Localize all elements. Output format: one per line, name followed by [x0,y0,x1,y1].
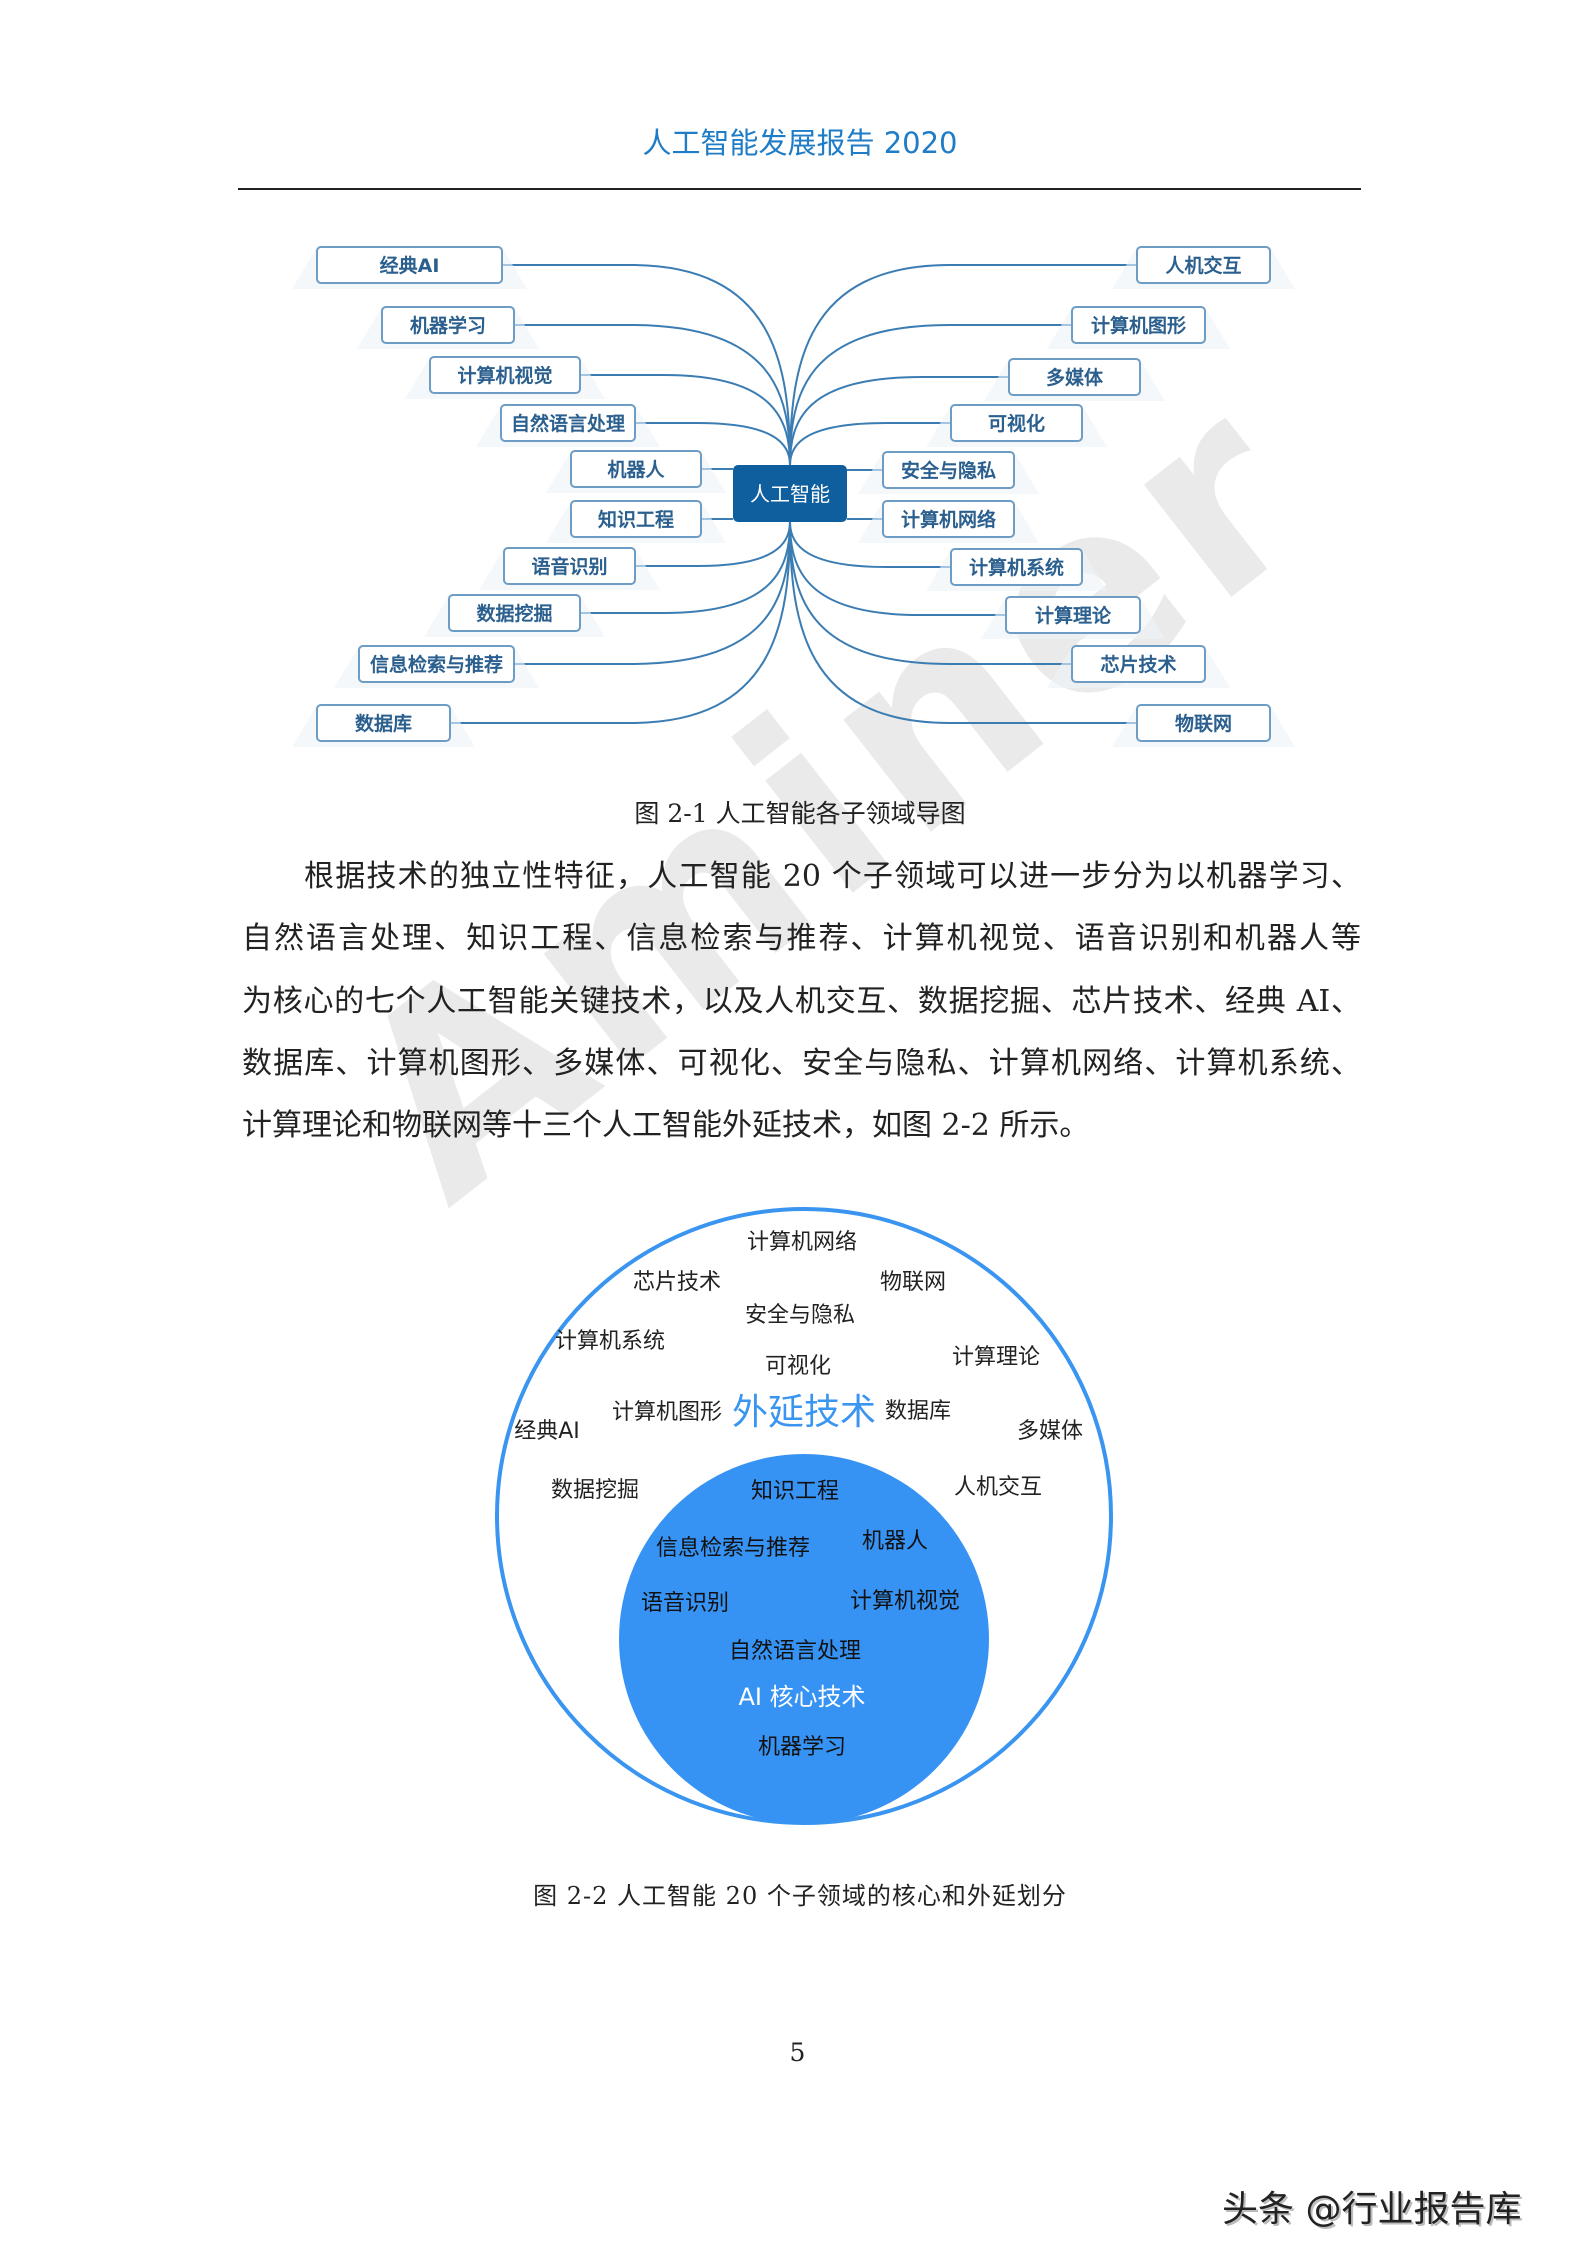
mindmap-node [1005,596,1141,634]
mindmap-node [950,404,1083,442]
extension-tech-label: 计算机图形 [612,1400,722,1425]
header-divider [238,188,1361,190]
core-tech-label: 机器人 [862,1529,928,1554]
extension-tech-label: 人机交互 [954,1475,1042,1500]
mindmap-node-label: 知识工程 [598,508,674,531]
mindmap-node-label: 数据库 [355,712,412,735]
core-tech-label: 自然语言处理 [729,1639,861,1664]
mindmap-connector [514,324,791,466]
figure-1-caption: 图 2-1 人工智能各子领域导图 [634,799,966,828]
paragraph-line: 计算理论和物联网等十三个人工智能外延技术，如图 2-2 所示。 [242,1108,1090,1144]
extension-tech-label: 可视化 [765,1354,831,1379]
mindmap-node [381,306,515,344]
mindmap-node-label: 芯片技术 [1100,653,1176,676]
core-tech-title: AI 核心技术 [738,1683,865,1711]
core-tech-label: 知识工程 [751,1479,839,1504]
report-header-title: 人工智能发展报告 2020 [642,126,958,160]
mindmap-connector [580,374,791,466]
mindmap-node [316,704,451,742]
mindmap-node-label: 计算机网络 [901,508,996,531]
mindmap-node [1008,358,1141,396]
mindmap-node-label: 安全与隐私 [901,459,996,482]
mindmap-node-label: 机器学习 [410,314,486,337]
mindmap-connector [789,376,1009,466]
mindmap-connector [450,521,791,724]
mindmap-node [429,356,581,394]
page-number: 5 [789,2038,806,2067]
mindmap-node [882,500,1015,538]
mindmap-connector [789,521,1137,724]
mindmap-node-label: 信息检索与推荐 [370,653,503,676]
mindmap-node [1136,704,1271,742]
mindmap-node-label: 物联网 [1175,712,1232,735]
extension-tech-label: 芯片技术 [633,1270,721,1295]
mindmap-connector [789,324,1072,466]
extension-tech-label: 安全与隐私 [745,1303,855,1328]
extension-tech-label: 计算理论 [952,1345,1040,1370]
paragraph-line: 自然语言处理、知识工程、信息检索与推荐、计算机视觉、语音识别和机器人等 [242,921,1361,957]
core-extension-diagram: 计算机网络芯片技术物联网安全与隐私计算机系统可视化计算理论经典AI计算机图形数据… [495,1207,1113,1825]
extension-tech-label: 物联网 [880,1270,946,1295]
mindmap-connector [789,422,951,466]
mindmap-node [570,450,702,488]
mindmap-node-label: 计算机视觉 [457,364,552,387]
extension-tech-label: 计算机网络 [747,1230,857,1255]
mindmap-node-label: 人机交互 [1165,254,1241,277]
mindmap-node [950,548,1083,586]
mindmap-node [882,451,1015,489]
mindmap-node-label: 计算机图形 [1091,314,1186,337]
mindmap-node [358,645,515,683]
core-tech-label: 语音识别 [641,1591,729,1616]
mindmap-node-label: 计算机系统 [969,556,1064,579]
mindmap-node [316,246,503,284]
paragraph-line: 为核心的七个人工智能关键技术，以及人机交互、数据挖掘、芯片技术、经典 AI、 [242,983,1361,1019]
mindmap-node-label: 可视化 [988,412,1045,435]
extension-tech-label: 数据库 [885,1399,951,1424]
figure-2-caption: 图 2-2 人工智能 20 个子领域的核心和外延划分 [533,1882,1067,1910]
core-tech-label: 计算机视觉 [850,1589,960,1614]
mindmap-node [1071,645,1206,683]
extension-tech-label: 经典AI [514,1419,580,1444]
mindmap-node-label: 机器人 [607,459,665,481]
mindmap-center-node [733,465,847,522]
mindmap-node-label: 经典AI [380,254,440,277]
extension-tech-label: 计算机系统 [555,1329,665,1354]
mindmap-node-label: 自然语言处理 [511,412,625,435]
extension-tech-label: 数据挖掘 [551,1478,639,1503]
mindmap-node [448,594,581,632]
mindmap-node [500,404,636,442]
ai-subfield-mindmap: 经典AI 机器学习计算机视觉自然语言处理机器人知识工程语音识别数据挖掘信息检索与推… [292,246,1295,747]
mindmap-node-label: 多媒体 [1046,366,1104,389]
paragraph-line: 根据技术的独立性特征，人工智能 20 个子领域可以进一步分为以机器学习、 [304,859,1361,894]
core-tech-label: 机器学习 [758,1735,846,1760]
inner-circle [619,1454,989,1824]
mindmap-node [570,500,702,538]
core-tech-label: 信息检索与推荐 [656,1536,810,1561]
mindmap-center-label: 人工智能 [750,482,830,506]
mindmap-node-label: 数据挖掘 [476,602,552,625]
mindmap-node-label: 计算理论 [1035,604,1112,627]
extension-tech-title: 外延技术 [732,1392,876,1433]
mindmap-node-label: 语音识别 [531,555,607,578]
mindmap-node [1071,306,1206,344]
paragraph-line: 数据库、计算机图形、多媒体、可视化、安全与隐私、计算机网络、计算机系统、 [242,1045,1361,1081]
extension-tech-label: 多媒体 [1017,1419,1083,1444]
body-paragraph: 根据技术的独立性特征，人工智能 20 个子领域可以进一步分为以机器学习、 自然语… [242,852,1361,1163]
source-watermark: 头条 @行业报告库 [1222,2189,1522,2230]
mindmap-node [1136,246,1271,284]
mindmap-node [503,547,636,585]
mindmap-connector [789,264,1137,466]
mindmap-connector [502,264,791,466]
